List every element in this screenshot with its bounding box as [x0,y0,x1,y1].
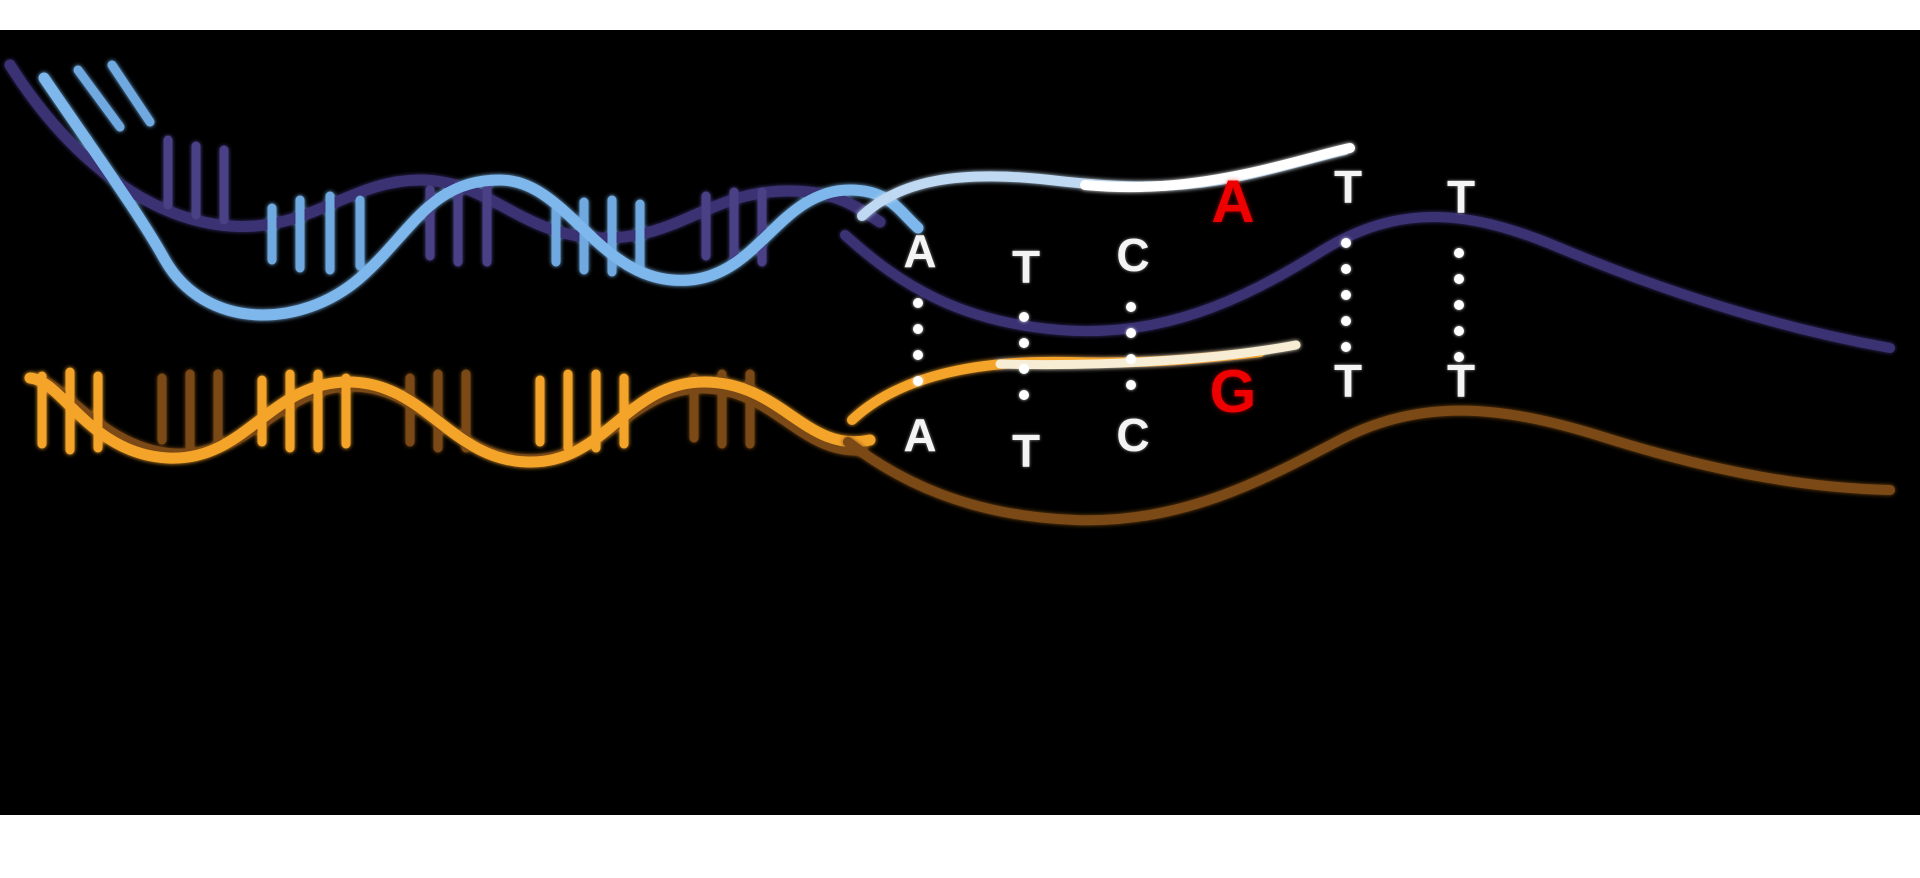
bond-column-pair-6 [1454,248,1464,378]
bond-column-pair-2 [1019,312,1029,416]
base-label-bottom-mismatch: G [1209,358,1257,425]
blue-separated-strands [840,143,1895,353]
bond-dot [1454,352,1464,362]
bond-dot [1019,338,1029,348]
bond-dot [1341,342,1351,352]
blue-template-strand [840,212,1895,353]
bond-dot [1341,264,1351,274]
dna-diagram-svg [4,59,1895,526]
base-label-top-3: C [1116,229,1150,281]
bond-dot [1019,364,1029,374]
base-label-bottom-5: T [1333,355,1363,407]
orange-daughter-strand-pale [995,340,1301,370]
blue-helix-rungs-back [163,135,229,225]
bond-column-pair-1 [913,298,923,402]
blue-helix-rungs-5 [701,187,767,267]
bond-dot [1341,290,1351,300]
orange-separated-strands [843,340,1895,526]
bond-dot [1454,326,1464,336]
bond-dot [1454,300,1464,310]
orange-front-backbone [24,372,876,468]
blue-daughter-strand-white [1080,143,1355,193]
orange-duplex-helix [24,367,876,468]
orange-template-strand [843,405,1895,526]
base-label-top-mismatch: A [1211,168,1255,235]
bond-column-pair-5 [1341,238,1351,368]
bond-dot [1341,316,1351,326]
blue-helix-rungs-2 [267,191,365,275]
bond-dot [1341,238,1351,248]
orange-helix-rungs-3 [257,369,351,453]
orange-helix-rungs-5 [535,369,629,453]
diagram-panel: A T C A T T A T C G T T [0,30,1920,815]
base-label-top-6: T [1446,171,1476,223]
base-label-bottom-3: C [1116,409,1150,461]
base-label-bottom-6: T [1446,355,1476,407]
bond-column-pair-3 [1126,302,1136,406]
bond-dot [913,324,923,334]
blue-back-backbone [4,59,886,244]
bond-dot [1454,248,1464,258]
bond-dot [1019,312,1029,322]
bond-dot [913,376,923,386]
base-label-bottom-1: A [903,409,937,461]
blue-duplex-helix [4,59,924,321]
blue-front-backbone [38,72,924,321]
bond-dot [913,298,923,308]
bond-dot [1126,380,1136,390]
orange-helix-rungs-2 [157,369,223,451]
base-label-bottom-2: T [1011,425,1041,477]
bond-dot [1126,354,1136,364]
bond-dot [1019,390,1029,400]
base-label-top-2: T [1011,241,1041,293]
bond-dot [1126,328,1136,338]
bond-dot [1126,302,1136,312]
bond-dot [913,350,923,360]
base-label-top-5: T [1333,161,1363,213]
bond-dot [1454,274,1464,284]
base-label-top-1: A [903,225,937,277]
